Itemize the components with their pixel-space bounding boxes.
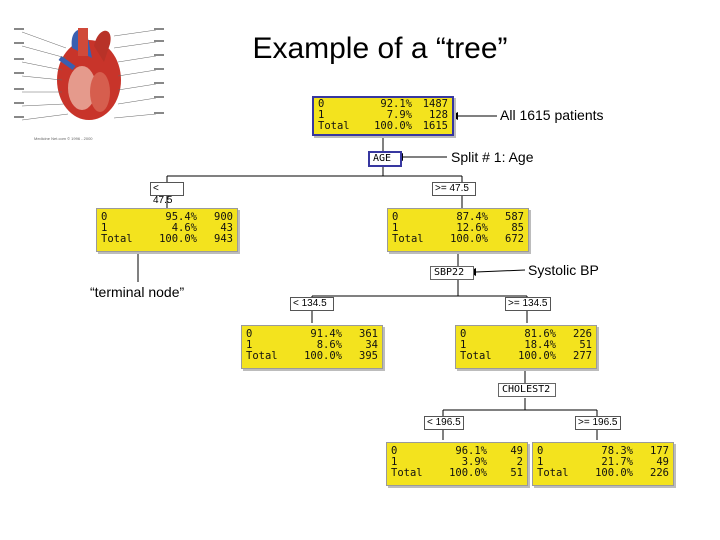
heart-anatomy-illustration: Medicine Net.com © 1996 - 2000 (14, 28, 164, 141)
heart-caption: Medicine Net.com © 1996 - 2000 (34, 136, 93, 141)
slide-title: Example of a “tree” (252, 32, 508, 65)
condition-age-lt: < 47.5 (150, 182, 184, 206)
condition-chol-lt: < 196.5 (424, 416, 464, 430)
annotation-terminal-node: “terminal node” (90, 284, 185, 300)
annotation-systolic-bp: Systolic BP (528, 262, 599, 278)
annotation-split-age: Split # 1: Age (451, 149, 534, 165)
split-label-cholest: CHOLEST2 (498, 383, 556, 397)
condition-sbp-ge: >= 134.5 (505, 297, 551, 311)
split-label-sbp: SBP22 (430, 266, 474, 280)
annotation-all-patients: All 1615 patients (500, 107, 604, 123)
split-label-age: AGE (368, 151, 402, 167)
condition-chol-ge: >= 196.5 (575, 416, 621, 430)
condition-age-ge: >= 47.5 (432, 182, 476, 196)
condition-sbp-lt: < 134.5 (290, 297, 334, 311)
